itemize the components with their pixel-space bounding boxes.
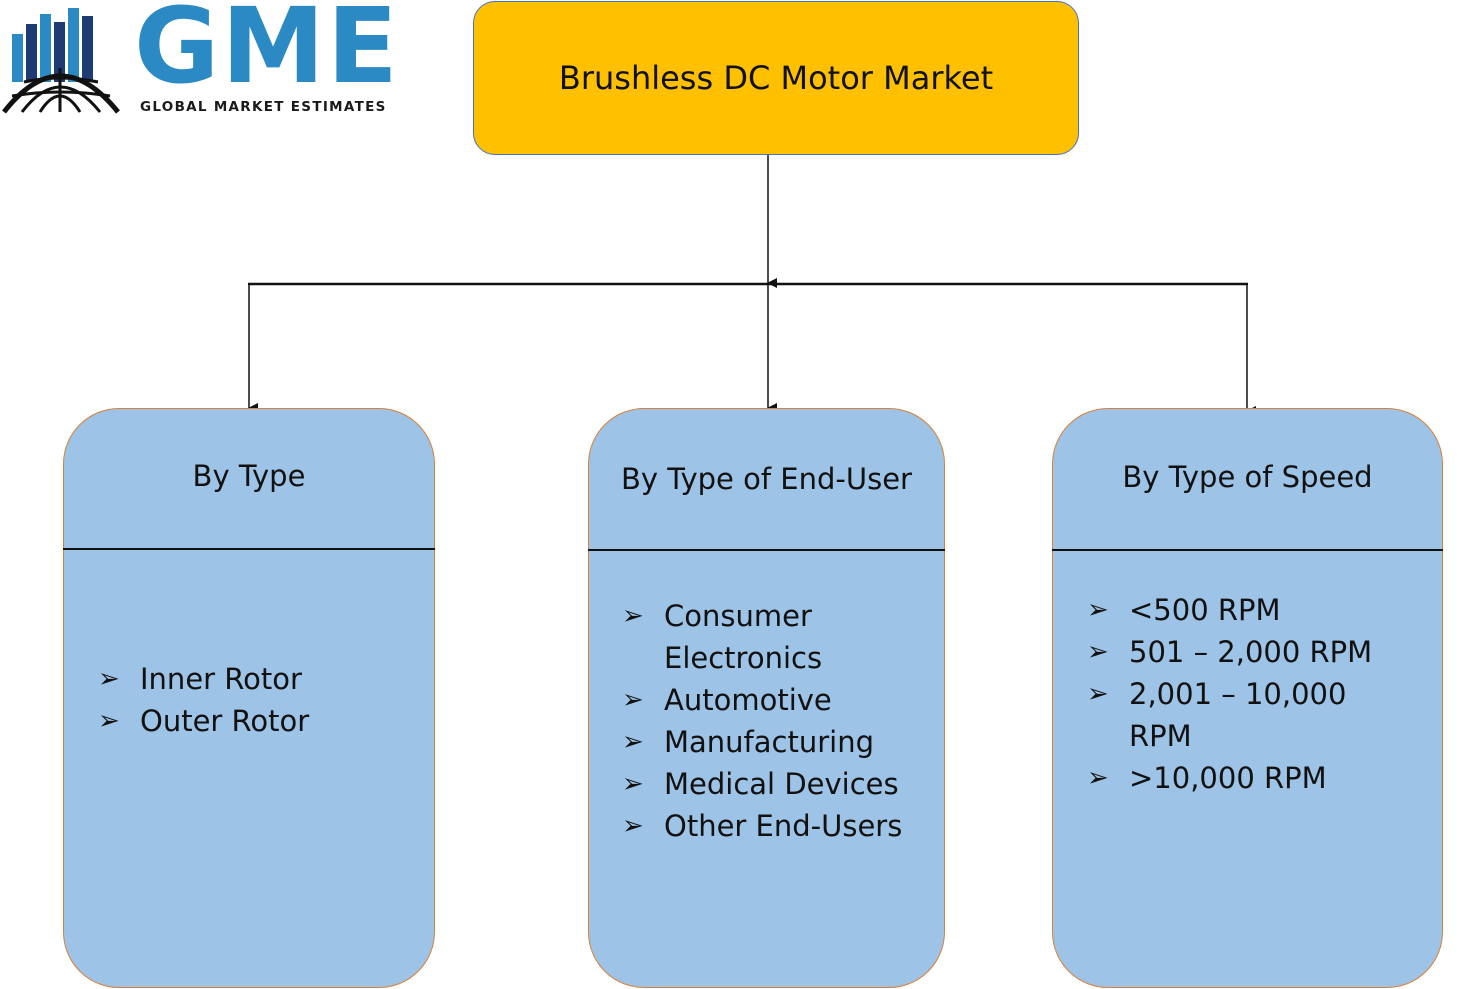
gme-logo: GME GLOBAL MARKET ESTIMATES (0, 0, 450, 125)
category-divider (63, 548, 435, 550)
arrowhead-bullet-icon: ➢ (1087, 679, 1109, 709)
category-title: By Type of Speed (1122, 460, 1373, 494)
arrowhead-bullet-icon: ➢ (622, 811, 644, 841)
arrowhead-bullet-icon: ➢ (1087, 763, 1109, 793)
arrowhead-bullet-icon: ➢ (622, 601, 644, 631)
category-divider (1052, 549, 1443, 551)
logo-tagline: GLOBAL MARKET ESTIMATES (140, 99, 387, 115)
arrowhead-bullet-icon: ➢ (622, 769, 644, 799)
list-item: ➢Medical Devices (622, 763, 932, 805)
list-item: ➢>10,000 RPM (1087, 757, 1377, 799)
arrowhead-bullet-icon: ➢ (98, 664, 120, 694)
list-item: ➢Inner Rotor (98, 658, 309, 700)
category-node-end-user: By Type of End-User ➢Consumer Electronic… (588, 408, 945, 988)
list-item: ➢2,001 – 10,000 RPM (1087, 673, 1377, 757)
category-item-list: ➢Inner Rotor ➢Outer Rotor (98, 658, 309, 742)
category-title: By Type (192, 459, 306, 493)
arrowhead-bullet-icon: ➢ (622, 727, 644, 757)
root-node: Brushless DC Motor Market (473, 1, 1079, 155)
category-node-speed: By Type of Speed ➢<500 RPM ➢501 – 2,000 … (1052, 408, 1443, 988)
list-item: ➢Other End-Users (622, 805, 932, 847)
globe-bar-chart-icon (2, 8, 120, 114)
category-item-list: ➢Consumer Electronics ➢Automotive ➢Manuf… (622, 595, 932, 847)
list-item: ➢Consumer Electronics (622, 595, 932, 679)
list-item: ➢Outer Rotor (98, 700, 309, 742)
category-item-list: ➢<500 RPM ➢501 – 2,000 RPM ➢2,001 – 10,0… (1087, 589, 1377, 799)
arrowhead-bullet-icon: ➢ (98, 706, 120, 736)
arrowhead-bullet-icon: ➢ (622, 685, 644, 715)
list-item: ➢<500 RPM (1087, 589, 1377, 631)
list-item: ➢501 – 2,000 RPM (1087, 631, 1377, 673)
category-title: By Type of End-User (621, 462, 912, 496)
list-item: ➢Manufacturing (622, 721, 932, 763)
logo-letters: GME (134, 0, 400, 107)
category-divider (588, 549, 945, 551)
category-node-type: By Type ➢Inner Rotor ➢Outer Rotor (63, 408, 435, 988)
arrowhead-bullet-icon: ➢ (1087, 595, 1109, 625)
root-title: Brushless DC Motor Market (558, 59, 994, 97)
arrowhead-bullet-icon: ➢ (1087, 637, 1109, 667)
list-item: ➢Automotive (622, 679, 932, 721)
